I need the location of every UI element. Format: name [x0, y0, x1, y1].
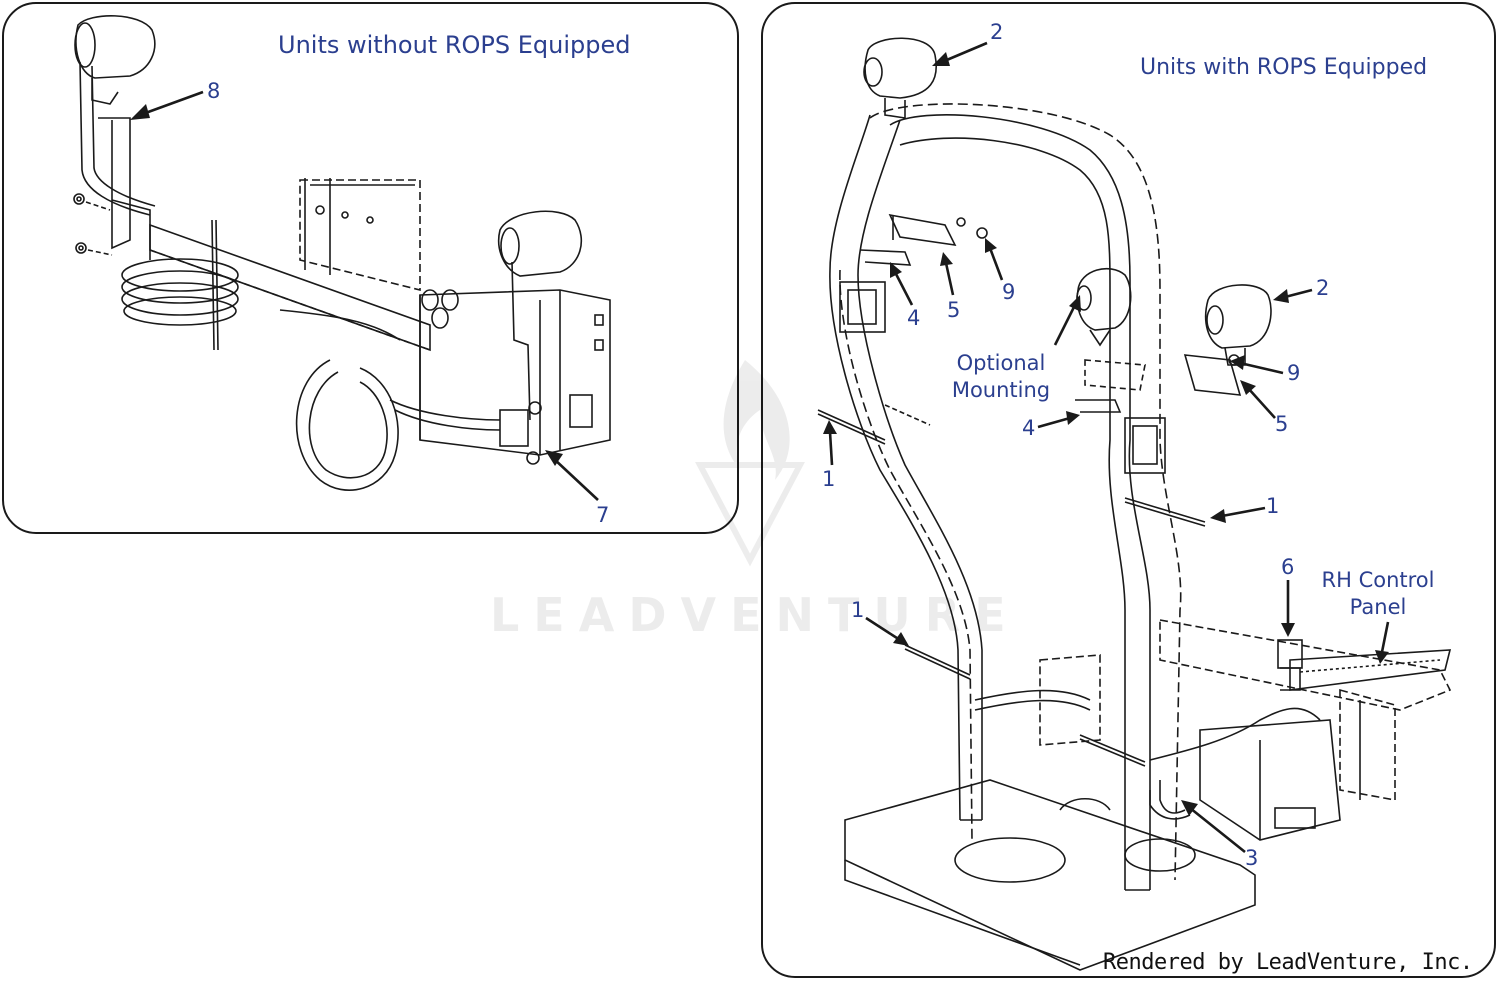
panel-with-rops — [761, 2, 1496, 978]
callout-4-lower: 4 — [1022, 416, 1036, 440]
left-panel-title: Units without ROPS Equipped — [278, 31, 631, 59]
callout-6: 6 — [1281, 555, 1295, 579]
left-leader-arrows — [130, 90, 599, 501]
callout-1-lower: 1 — [851, 598, 865, 622]
watermark-logo — [695, 360, 805, 567]
rh-control-panel-note: RH Control Panel — [1318, 567, 1438, 622]
callout-9-upper: 9 — [1002, 280, 1016, 304]
rendered-by-footer: Rendered by LeadVenture, Inc. — [1103, 950, 1473, 975]
callout-2-top: 2 — [990, 20, 1004, 44]
panel-without-rops — [2, 2, 739, 534]
callout-1-right: 1 — [1266, 494, 1280, 518]
right-leader-arrows — [823, 41, 1390, 854]
optional-mounting-line1: Optional — [956, 351, 1046, 375]
callout-9-right: 9 — [1287, 361, 1301, 385]
callout-4-upper: 4 — [907, 306, 921, 330]
rh-control-panel-line2: Panel — [1349, 595, 1407, 620]
right-panel-title: Units with ROPS Equipped — [1140, 55, 1428, 80]
optional-mounting-line2: Mounting — [951, 378, 1051, 403]
callout-3: 3 — [1245, 846, 1259, 870]
callout-7: 7 — [596, 503, 610, 527]
watermark-text: LEADVENTURE — [490, 588, 1020, 642]
rh-control-panel-line1: RH Control — [1321, 568, 1435, 592]
left-assembly-drawing — [73, 15, 611, 491]
optional-mounting-note: Optional Mounting — [946, 350, 1056, 405]
callout-1-left: 1 — [822, 467, 836, 491]
callout-8: 8 — [207, 79, 221, 103]
right-assembly-drawing — [817, 37, 1452, 971]
callout-5-upper: 5 — [947, 298, 961, 322]
callout-2-right: 2 — [1316, 276, 1330, 300]
callout-5-right: 5 — [1275, 412, 1289, 436]
